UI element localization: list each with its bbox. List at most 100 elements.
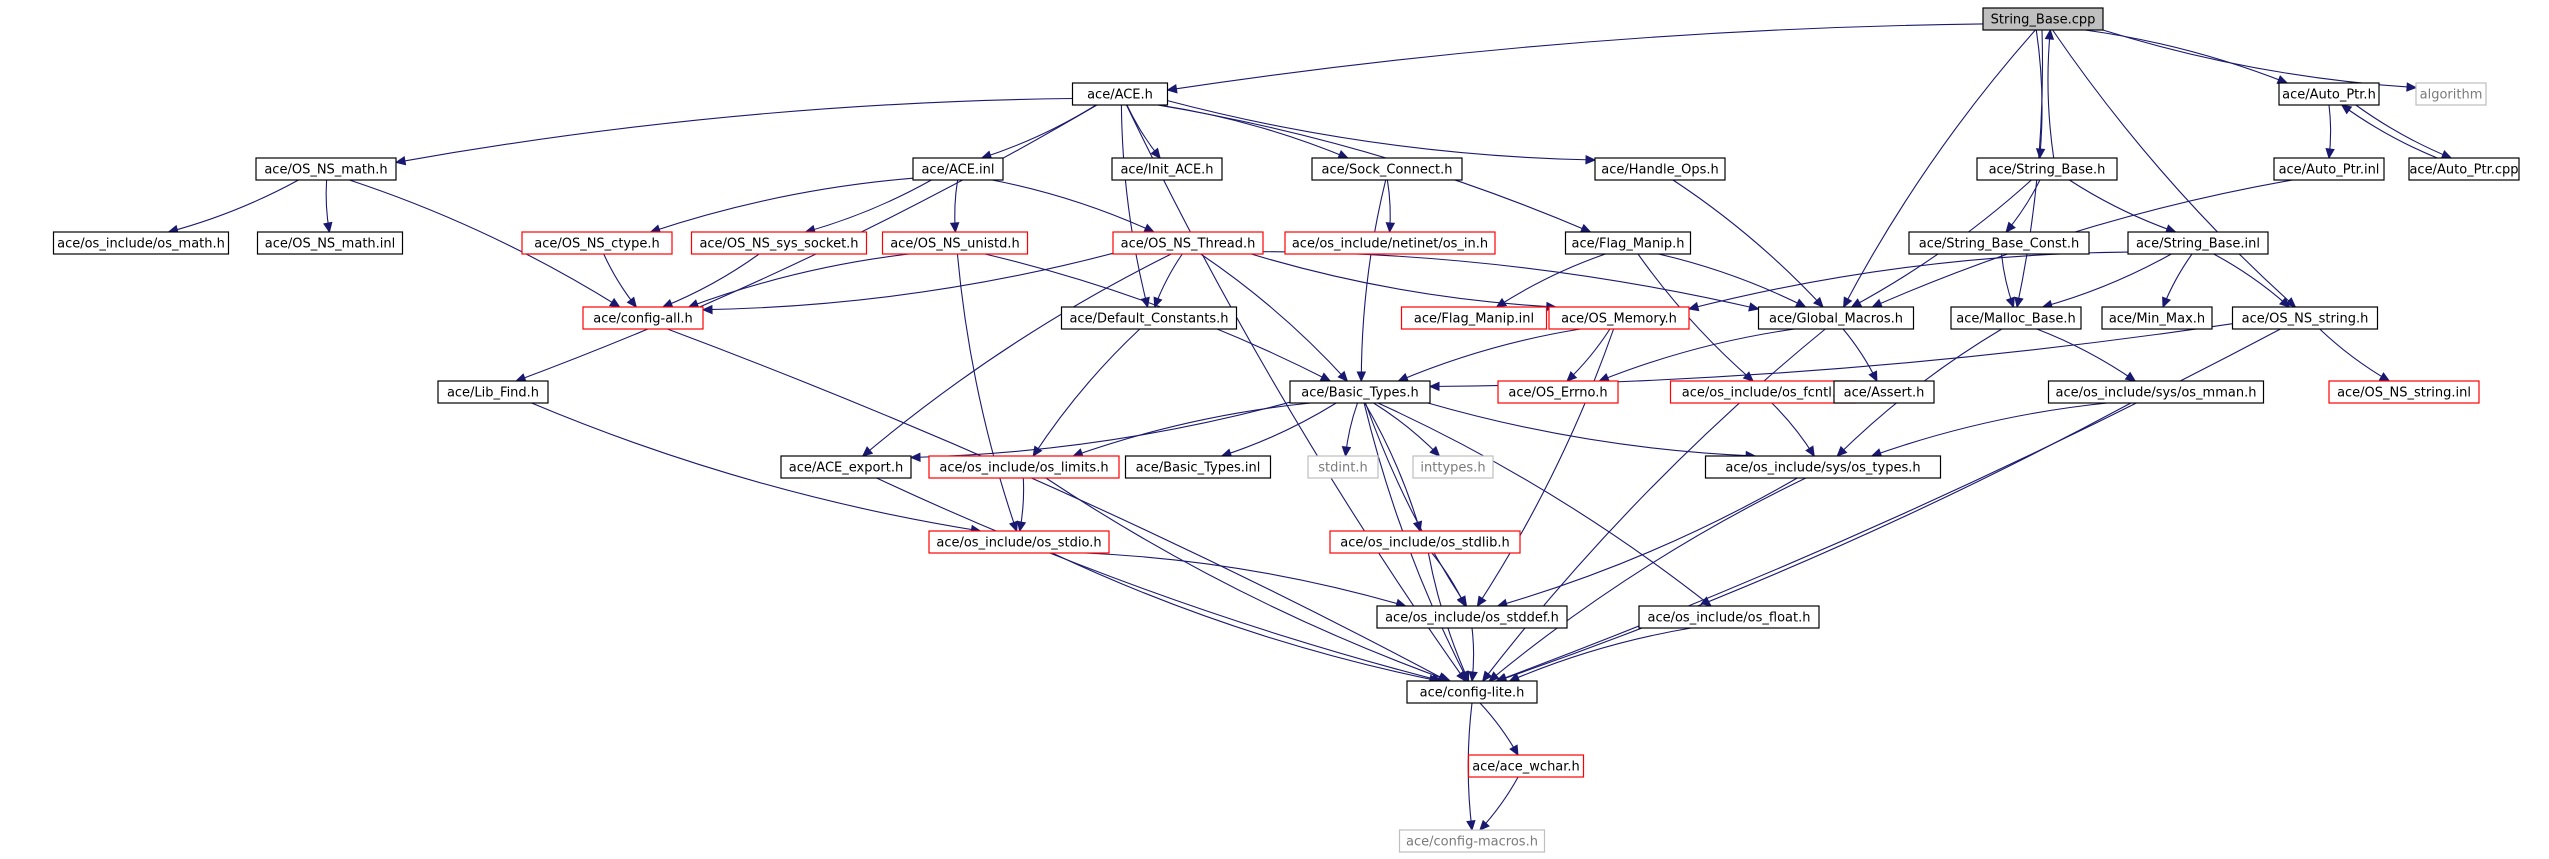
- dependency-edge: [981, 104, 1097, 159]
- node-flag-manip-inl[interactable]: ace/Flag_Manip.inl: [1400, 306, 1548, 330]
- dependency-edge: [1085, 552, 1406, 607]
- edge-arrowhead: [2340, 104, 2353, 115]
- dependency-edge: [688, 253, 910, 308]
- node-default-constants-h[interactable]: ace/Default_Constants.h: [1060, 306, 1238, 330]
- dependency-edge: [1658, 253, 1806, 308]
- edge-arrowhead: [2005, 296, 2015, 309]
- node-netinet-in-h[interactable]: ace/os_include/netinet/os_in.h: [1284, 231, 1496, 255]
- edge-arrowhead: [661, 299, 674, 308]
- dependency-edge: [395, 97, 1073, 163]
- node-string-base-h[interactable]: ace/String_Base.h: [1976, 157, 2118, 181]
- node-os-ns-unistd-h[interactable]: ace/OS_NS_unistd.h: [881, 231, 1029, 255]
- node-os-ns-math-inl[interactable]: ace/OS_NS_math.inl: [256, 231, 404, 255]
- node-label: ace/os_include/os_math.h: [57, 237, 225, 252]
- node-box: [1548, 306, 1690, 330]
- node-sys-os-types-h[interactable]: ace/os_include/sys/os_types.h: [1704, 455, 1942, 479]
- dependency-edge: [876, 477, 1442, 682]
- node-os-float-h[interactable]: ace/os_include/os_float.h: [1638, 605, 1820, 629]
- edge-arrowhead: [1356, 371, 1367, 383]
- edge-arrowhead: [1009, 520, 1019, 533]
- node-flag-manip-h[interactable]: ace/Flag_Manip.h: [1564, 231, 1692, 255]
- node-ace-export-h[interactable]: ace/ACE_export.h: [780, 455, 912, 479]
- node-os-ns-thread-h[interactable]: ace/OS_NS_Thread.h: [1112, 231, 1264, 255]
- dependency-edge: [956, 253, 1018, 532]
- node-label: ace/ACE.h: [1087, 88, 1153, 103]
- node-os-errno-h[interactable]: ace/OS_Errno.h: [1497, 380, 1619, 404]
- node-os-ns-string-inl[interactable]: ace/OS_NS_string.inl: [2328, 380, 2480, 404]
- node-sock-connect-h[interactable]: ace/Sock_Connect.h: [1311, 157, 1463, 181]
- dependency-edge: [1045, 477, 1451, 682]
- node-ace-h[interactable]: ace/ACE.h: [1071, 82, 1169, 106]
- dependency-edge: [1221, 402, 1337, 457]
- edge-arrowhead: [1460, 670, 1470, 683]
- node-ace-inl[interactable]: ace/ACE.inl: [912, 157, 1004, 181]
- node-handle-ops-h[interactable]: ace/Handle_Ops.h: [1594, 157, 1726, 181]
- dependency-edge: [667, 328, 1448, 682]
- node-label: ace/OS_NS_string.inl: [2337, 386, 2471, 401]
- node-basic-types-inl[interactable]: ace/Basic_Types.inl: [1124, 455, 1272, 479]
- dependency-edge: [2047, 29, 2055, 159]
- edge-arrowhead: [861, 446, 874, 457]
- node-os-stdlib-h[interactable]: ace/os_include/os_stdlib.h: [1329, 530, 1521, 554]
- dependency-edge: [1364, 402, 1467, 607]
- node-algorithm: algorithm: [2415, 82, 2487, 106]
- node-config-all-h[interactable]: ace/config-all.h: [582, 306, 704, 330]
- node-label: ace/OS_NS_sys_socket.h: [699, 237, 858, 252]
- node-malloc-base-h[interactable]: ace/Malloc_Base.h: [1950, 306, 2082, 330]
- node-box: [1976, 157, 2118, 181]
- dependency-edge: [1429, 323, 2233, 388]
- node-box: [1311, 157, 1463, 181]
- node-auto-ptr-inl[interactable]: ace/Auto_Ptr.inl: [2273, 157, 2385, 181]
- edge-arrowhead: [1836, 445, 1848, 457]
- node-min-max-h[interactable]: ace/Min_Max.h: [2101, 306, 2213, 330]
- node-lib-find-h[interactable]: ace/Lib_Find.h: [437, 380, 549, 404]
- node-os-ns-string-h[interactable]: ace/OS_NS_string.h: [2231, 306, 2379, 330]
- dependency-edge: [531, 402, 981, 532]
- node-box: [928, 530, 1110, 554]
- node-box: [1497, 380, 1619, 404]
- file-nodes: String_Base.cpp ace/ACE.h ace/Auto_Ptr.h al…: [52, 7, 2520, 853]
- node-string-base-inl[interactable]: ace/String_Base.inl: [2127, 231, 2269, 255]
- node-global-macros-h[interactable]: ace/Global_Macros.h: [1757, 306, 1915, 330]
- dependency-edge: [1488, 477, 1807, 682]
- node-label: ace/Sock_Connect.h: [1322, 163, 1453, 178]
- node-auto-ptr-cpp[interactable]: ace/Auto_Ptr.cpp: [2408, 157, 2520, 181]
- node-os-stdio-h[interactable]: ace/os_include/os_stdio.h: [928, 530, 1110, 554]
- node-os-stddef-h[interactable]: ace/os_include/os_stddef.h: [1376, 605, 1568, 629]
- node-box: [1908, 231, 2090, 255]
- node-auto-ptr-h[interactable]: ace/Auto_Ptr.h: [2278, 82, 2380, 106]
- dependency-edge: [1637, 253, 1754, 382]
- node-label: ace/Auto_Ptr.cpp: [2409, 163, 2518, 178]
- node-os-fcntl-h[interactable]: ace/os_include/os_fcntl.h: [1669, 380, 1857, 404]
- dependency-edge: [1427, 402, 1756, 457]
- node-os-ns-math-h[interactable]: ace/OS_NS_math.h: [255, 157, 397, 181]
- node-box: [1982, 7, 2104, 31]
- edge-arrowhead: [1341, 446, 1352, 458]
- node-box: [2328, 380, 2480, 404]
- node-os-ns-sys-socket-h[interactable]: ace/OS_NS_sys_socket.h: [690, 231, 868, 255]
- node-label: ace/String_Base.h: [1989, 163, 2106, 178]
- node-box: [1406, 680, 1538, 704]
- node-box: [255, 157, 397, 181]
- node-string-base-const-h[interactable]: ace/String_Base_Const.h: [1908, 231, 2090, 255]
- node-ace-wchar-h[interactable]: ace/ace_wchar.h: [1467, 754, 1585, 778]
- edge-arrowhead: [1337, 150, 1349, 159]
- dependency-edge: [2213, 253, 2290, 308]
- node-basic-types-h[interactable]: ace/Basic_Types.h: [1289, 380, 1431, 404]
- edge-arrowhead: [2406, 82, 2418, 92]
- node-sys-os-mman-h[interactable]: ace/os_include/sys/os_mman.h: [2047, 380, 2265, 404]
- node-root[interactable]: String_Base.cpp: [1982, 7, 2104, 31]
- node-box: [2278, 82, 2380, 106]
- node-os-include-os-math-h[interactable]: ace/os_include/os_math.h: [52, 231, 230, 255]
- node-os-limits-h[interactable]: ace/os_include/os_limits.h: [928, 455, 1120, 479]
- edge-arrowhead: [1805, 445, 1815, 458]
- node-assert-h[interactable]: ace/Assert.h: [1833, 380, 1935, 404]
- edge-arrowhead: [1509, 744, 1519, 757]
- node-config-lite-h[interactable]: ace/config-lite.h: [1406, 680, 1538, 704]
- node-os-memory-h[interactable]: ace/OS_Memory.h: [1548, 306, 1690, 330]
- node-box: [1757, 306, 1915, 330]
- node-os-ns-ctype-h[interactable]: ace/OS_NS_ctype.h: [521, 231, 673, 255]
- edge-arrowhead: [1476, 595, 1487, 608]
- node-init-ace-h[interactable]: ace/Init_ACE.h: [1111, 157, 1223, 181]
- edge-arrowhead: [2276, 75, 2289, 84]
